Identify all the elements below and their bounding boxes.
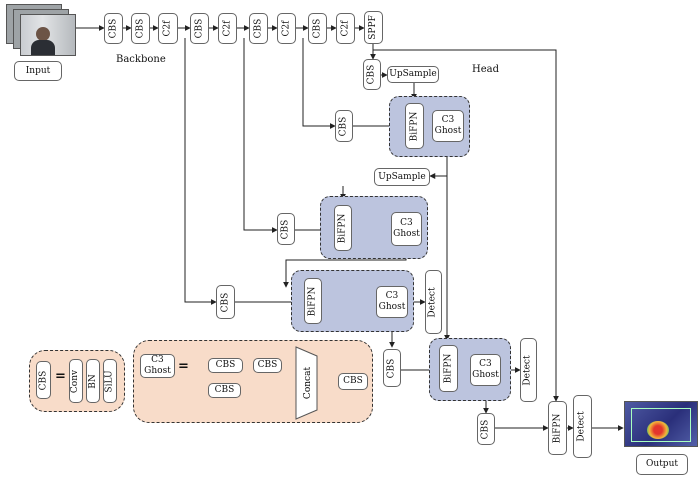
legend-equals-2: = [178, 359, 189, 374]
head-cbs-5: CBS [383, 349, 401, 387]
legend-cbs: CBS [36, 361, 51, 399]
heatmap-blob [647, 421, 669, 439]
c3ghost-2: C3 Ghost [391, 212, 422, 246]
c3ghost-4: C3 Ghost [470, 354, 501, 386]
legend-bn: BN [86, 359, 100, 403]
backbone-cbs-4: CBS [249, 13, 268, 44]
output-image [624, 401, 698, 447]
c3ghost-1: C3 Ghost [432, 110, 464, 142]
backbone-c2f-3: C2f [277, 13, 296, 44]
input-image-front [20, 14, 76, 56]
head-cbs-top: CBS [363, 59, 381, 90]
backbone-c2f-1: C2f [158, 13, 178, 44]
input-label: Input [14, 61, 62, 81]
detect-2: Detect [520, 338, 537, 402]
person-body-icon [31, 40, 55, 55]
bifpn-2: BiFPN [334, 205, 352, 251]
detect-1: Detect [425, 270, 442, 334]
legend-concat-label: Concat [303, 367, 313, 400]
backbone-sppf: SPPF [364, 11, 383, 44]
backbone-cbs-5: CBS [308, 13, 327, 44]
backbone-cbs-2: CBS [131, 13, 150, 44]
legend-equals-1: = [55, 369, 66, 384]
legend-c3ghost: C3 Ghost [140, 354, 175, 378]
bifpn-3: BiFPN [304, 278, 322, 324]
head-cbs-6: CBS [477, 413, 495, 445]
detect-3: Detect [573, 395, 592, 458]
head-label: Head [472, 64, 500, 75]
legend-conv: Conv [69, 359, 83, 403]
c3ghost-legend-panel [133, 340, 373, 423]
legend-cbs-a: CBS [208, 358, 243, 373]
legend-concat: Concat [295, 346, 318, 420]
head-cbs-4: CBS [216, 285, 235, 319]
backbone-c2f-2: C2f [218, 13, 237, 44]
person-head-icon [36, 27, 50, 41]
legend-cbs-c: CBS [208, 383, 241, 398]
bifpn-5: BiFPN [548, 401, 567, 455]
legend-cbs-d: CBS [338, 373, 368, 390]
backbone-label: Backbone [116, 54, 166, 65]
upsample-1: UpSample [387, 66, 439, 83]
output-label: Output [636, 454, 688, 475]
head-cbs-2: CBS [335, 110, 353, 142]
legend-silu: SiLU [103, 359, 117, 403]
c3ghost-3: C3 Ghost [376, 286, 408, 318]
detection-box [631, 408, 691, 442]
backbone-c2f-4: C2f [336, 13, 355, 44]
head-cbs-3: CBS [277, 213, 295, 245]
bifpn-4: BiFPN [439, 345, 458, 392]
backbone-cbs-1: CBS [104, 13, 123, 44]
backbone-cbs-3: CBS [190, 13, 209, 44]
bifpn-1: BiFPN [405, 103, 424, 149]
legend-cbs-b: CBS [253, 358, 282, 373]
upsample-2: UpSample [374, 168, 430, 186]
